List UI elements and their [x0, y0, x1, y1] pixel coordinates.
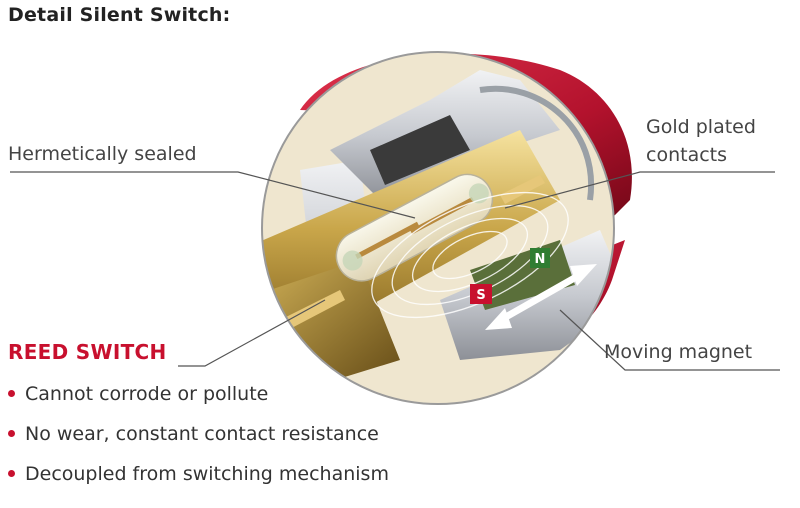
page-title: Detail Silent Switch:: [8, 4, 231, 26]
list-item: Cannot corrode or pollute: [6, 374, 389, 414]
bullet-dot-icon: [8, 469, 15, 477]
hermetically-sealed-callout: Hermetically sealed: [8, 140, 197, 168]
reed-switch-heading: REED SWITCH: [8, 340, 167, 364]
moving-magnet-leader: [559, 309, 780, 371]
hermetically-sealed-leader: [10, 171, 416, 219]
movement-arrow-icon: [485, 264, 597, 330]
list-item: Decoupled from switching mechanism: [6, 454, 389, 494]
reed-switch-leader: [178, 299, 326, 367]
gold-plated-callout: Gold plated contacts: [646, 113, 756, 169]
gold-plated-label-line2: contacts: [646, 144, 728, 166]
moving-magnet-label: Moving magnet: [604, 341, 753, 363]
list-item: No wear, constant contact resistance: [6, 414, 389, 454]
moving-magnet-callout: Moving magnet: [604, 338, 752, 366]
gold-plated-label-line1: Gold plated: [646, 116, 756, 138]
reed-switch-feature-list: Cannot corrode or pollute No wear, const…: [6, 374, 389, 494]
south-pole-marker: [470, 284, 492, 304]
hermetically-sealed-label: Hermetically sealed: [8, 143, 197, 165]
north-pole-marker: [530, 248, 550, 268]
bullet-dot-icon: [8, 389, 15, 397]
bullet-dot-icon: [8, 429, 15, 437]
gold-plated-leader: [504, 171, 775, 209]
south-pole-label: S: [476, 288, 485, 303]
lens-outline: [261, 51, 615, 405]
magnified-cutaway: [262, 52, 614, 404]
north-pole-label: N: [535, 252, 546, 267]
